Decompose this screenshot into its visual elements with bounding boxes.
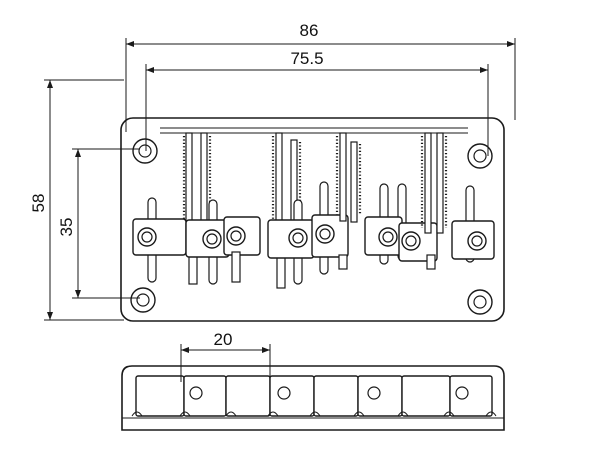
label-overall-height: 58	[29, 194, 48, 213]
side-saddle-3	[225, 375, 271, 417]
side-saddle-4	[269, 375, 315, 417]
label-hole-spacing-height: 35	[57, 218, 76, 237]
label-overall-width: 86	[300, 21, 319, 40]
side-saddle-8	[449, 375, 493, 417]
dimension-saddle-width: 20	[180, 330, 271, 382]
saddle-assembly-1	[132, 132, 261, 285]
side-saddle-7	[401, 375, 451, 417]
side-saddle-6	[357, 375, 403, 417]
saddle-assembly-2	[267, 132, 349, 289]
label-saddle-width: 20	[214, 330, 233, 349]
mounting-hole-top-right	[467, 143, 493, 169]
label-hole-spacing-width: 75.5	[290, 49, 323, 68]
side-saddle-1	[135, 375, 185, 417]
dimension-hole-spacing-width: 75.5	[145, 49, 489, 156]
dimension-overall-width: 86	[125, 21, 516, 132]
side-view: 20	[121, 330, 505, 431]
mounting-hole-bottom-right	[467, 289, 493, 315]
saddle-assembly-4	[420, 132, 495, 270]
mounting-hole-bottom-left	[130, 287, 156, 313]
mounting-hole-top-left	[132, 138, 158, 164]
side-saddle-5	[313, 375, 359, 417]
top-view: 86 75.5 58 35	[29, 21, 516, 322]
dimension-overall-height: 58	[29, 79, 124, 321]
dimension-hole-spacing-height: 35	[57, 148, 140, 299]
